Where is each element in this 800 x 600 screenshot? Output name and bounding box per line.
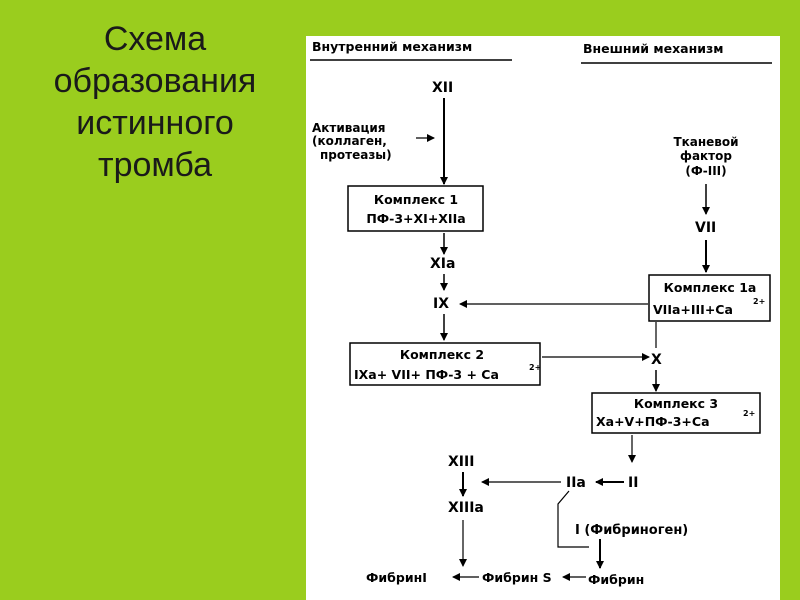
header-external: Внешний механизм	[583, 41, 724, 56]
fibrin-i-label: ФибринI	[366, 570, 427, 585]
complex-1a-title: Комплекс 1a	[664, 280, 757, 295]
title-line-4: тромба	[98, 146, 212, 184]
complex-1-box	[347, 185, 484, 232]
line-iia-bracket	[557, 490, 589, 548]
header-internal: Внутренний механизм	[312, 39, 472, 54]
complex-2-box	[349, 342, 541, 386]
factor-xiiia: XIIIa	[448, 500, 484, 516]
title-line-1: Схема	[103, 20, 207, 58]
tissue-factor-line-1: Тканевой	[673, 135, 738, 149]
activation-line-3: протеазы)	[320, 148, 392, 162]
factor-xiii: XIII	[448, 454, 474, 470]
complex-3-title: Комплекс 3	[634, 396, 718, 411]
factor-x: X	[651, 352, 662, 368]
complex-3-formula: Xa+V+ПФ-3+Ca	[596, 414, 710, 429]
complex-1-formula: ПФ-3+XI+XIIa	[366, 211, 465, 226]
complex-2-sup: 2+	[529, 363, 541, 372]
factor-iia: IIa	[566, 475, 586, 491]
slide-title: Схема образования истинного тромба	[30, 18, 280, 186]
coagulation-diagram: Внутренний механизм Внешний механизм XII…	[310, 39, 772, 587]
complex-2-formula: IXa+ VII+ ПФ-3 + Ca	[354, 367, 499, 382]
factor-ix: IX	[433, 296, 449, 312]
complex-2-title: Комплекс 2	[400, 347, 484, 362]
tissue-factor-line-2: фактор	[680, 149, 732, 163]
fibrin-s-label: Фибрин S	[482, 570, 552, 585]
complex-3-sup: 2+	[743, 409, 755, 418]
complex-1a-box	[648, 274, 771, 322]
activation-line-2: (коллаген,	[312, 134, 387, 148]
factor-xii: XII	[432, 80, 453, 96]
title-line-3: истинного	[76, 104, 234, 142]
fibrinogen-label: I (Фибриноген)	[575, 523, 688, 538]
factor-xia: XIa	[430, 256, 455, 272]
complex-3-box	[591, 392, 761, 434]
diagram-panel: Внутренний механизм Внешний механизм XII…	[306, 36, 780, 600]
factor-ii: II	[628, 475, 638, 491]
complex-1a-formula: VIIa+III+Ca	[653, 302, 733, 317]
fibrin-label: Фибрин	[588, 572, 644, 587]
tissue-factor-line-3: (Ф-III)	[685, 164, 726, 178]
complex-1a-sup: 2+	[753, 297, 765, 306]
complex-1-title: Комплекс 1	[374, 192, 458, 207]
factor-vii: VII	[695, 220, 716, 236]
activation-line-1: Активация	[312, 121, 386, 135]
title-line-2: образования	[53, 62, 257, 100]
